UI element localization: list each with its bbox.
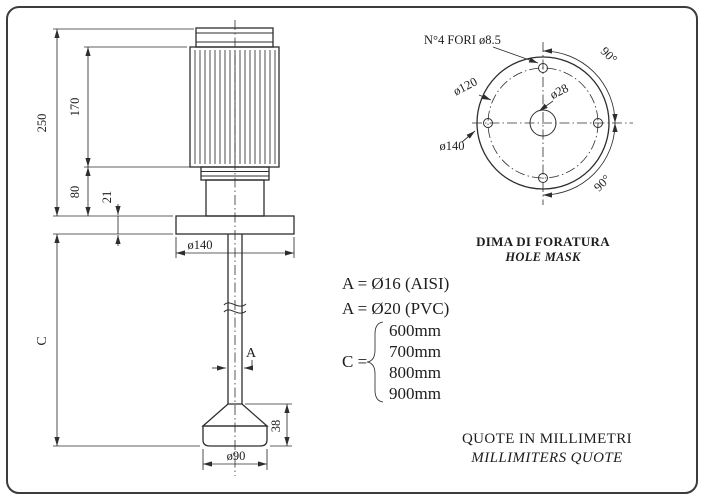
- dim-c-label: C: [35, 336, 50, 345]
- dim-shaft-callout: A: [212, 346, 257, 371]
- mounting-flange: [175, 215, 295, 235]
- dim-80: 80: [68, 167, 91, 216]
- hole-mask-title: DIMA DI FORATURA: [476, 234, 610, 249]
- dim-base-diameter: ø90: [203, 449, 267, 467]
- outer-dia-dim: ø140: [440, 130, 476, 153]
- dim-c: C: [35, 234, 60, 446]
- spec-c-option-700: 700mm: [389, 342, 441, 361]
- pump-head: [201, 403, 269, 447]
- dim-38-label: 38: [269, 420, 283, 433]
- dim-250: 250: [35, 29, 60, 216]
- spec-c-label: C =: [342, 352, 367, 371]
- dim-a-label: A: [246, 346, 257, 361]
- spec-brace: [366, 321, 384, 403]
- spec-table: A = Ø16 (AISI) A = Ø20 (PVC) C = 600mm 7…: [342, 274, 449, 403]
- units-note-en: MILLIMITERS QUOTE: [470, 450, 622, 466]
- adapter-ring-lines: [201, 171, 269, 177]
- angle-arc-top: [542, 48, 618, 124]
- units-note-it: QUOTE IN MILLIMETRI: [462, 431, 632, 447]
- dim-250-label: 250: [35, 114, 49, 133]
- motor-adapter: [200, 166, 270, 217]
- hole-mask-view: 90° 90° N°4 FORI ø8.5 ø120 ø28 ø140 DIMA…: [424, 33, 633, 264]
- dim-flange-diameter: ø140: [176, 238, 294, 256]
- units-note: QUOTE IN MILLIMETRI MILLIMITERS QUOTE: [462, 431, 632, 466]
- spec-c-option-600: 600mm: [389, 321, 441, 340]
- dim-120-leader: [478, 94, 492, 101]
- motor-cooling-fins: [194, 50, 276, 164]
- dim-outer-140-label: ø140: [440, 139, 465, 153]
- dim-170: 170: [68, 47, 91, 167]
- dim-80-label: 80: [68, 186, 82, 199]
- pump-elevation-view: [175, 20, 295, 476]
- hole-mask-subtitle: HOLE MASK: [504, 250, 582, 264]
- extension-lines: [53, 28, 295, 470]
- bolt-hole-left: [483, 118, 493, 128]
- spec-c-option-900: 900mm: [389, 384, 441, 403]
- dim-90-label: ø90: [227, 449, 246, 463]
- pump-head-body: [202, 425, 268, 447]
- holes-callout-label: N°4 FORI ø8.5: [424, 33, 501, 47]
- dim-21-label: 21: [100, 191, 114, 204]
- shaft-outline: [227, 234, 243, 404]
- spec-shaft-pvc: A = Ø20 (PVC): [342, 299, 449, 318]
- dim-21: 21: [100, 191, 121, 246]
- dim-outer-140-leader: [461, 130, 476, 143]
- drawing-border: [6, 6, 698, 494]
- shaft-column: [223, 234, 247, 404]
- dim-140-label: ø140: [188, 238, 213, 252]
- spec-c-option-800: 800mm: [389, 363, 441, 382]
- dim-28-leader: [538, 100, 554, 112]
- spec-shaft-aisi: A = Ø16 (AISI): [342, 274, 449, 293]
- holes-callout-leader: [492, 46, 539, 64]
- dim-38: 38: [269, 404, 290, 446]
- shaft-break-symbol: [223, 302, 247, 314]
- holes-callout: N°4 FORI ø8.5: [424, 33, 539, 64]
- dim-170-label: 170: [68, 98, 82, 117]
- angle-arc-bottom: [542, 122, 618, 198]
- elevation-dimensions: 250 170 80 21 C ø140 A: [35, 28, 295, 470]
- fan-cover-lines: [196, 32, 273, 43]
